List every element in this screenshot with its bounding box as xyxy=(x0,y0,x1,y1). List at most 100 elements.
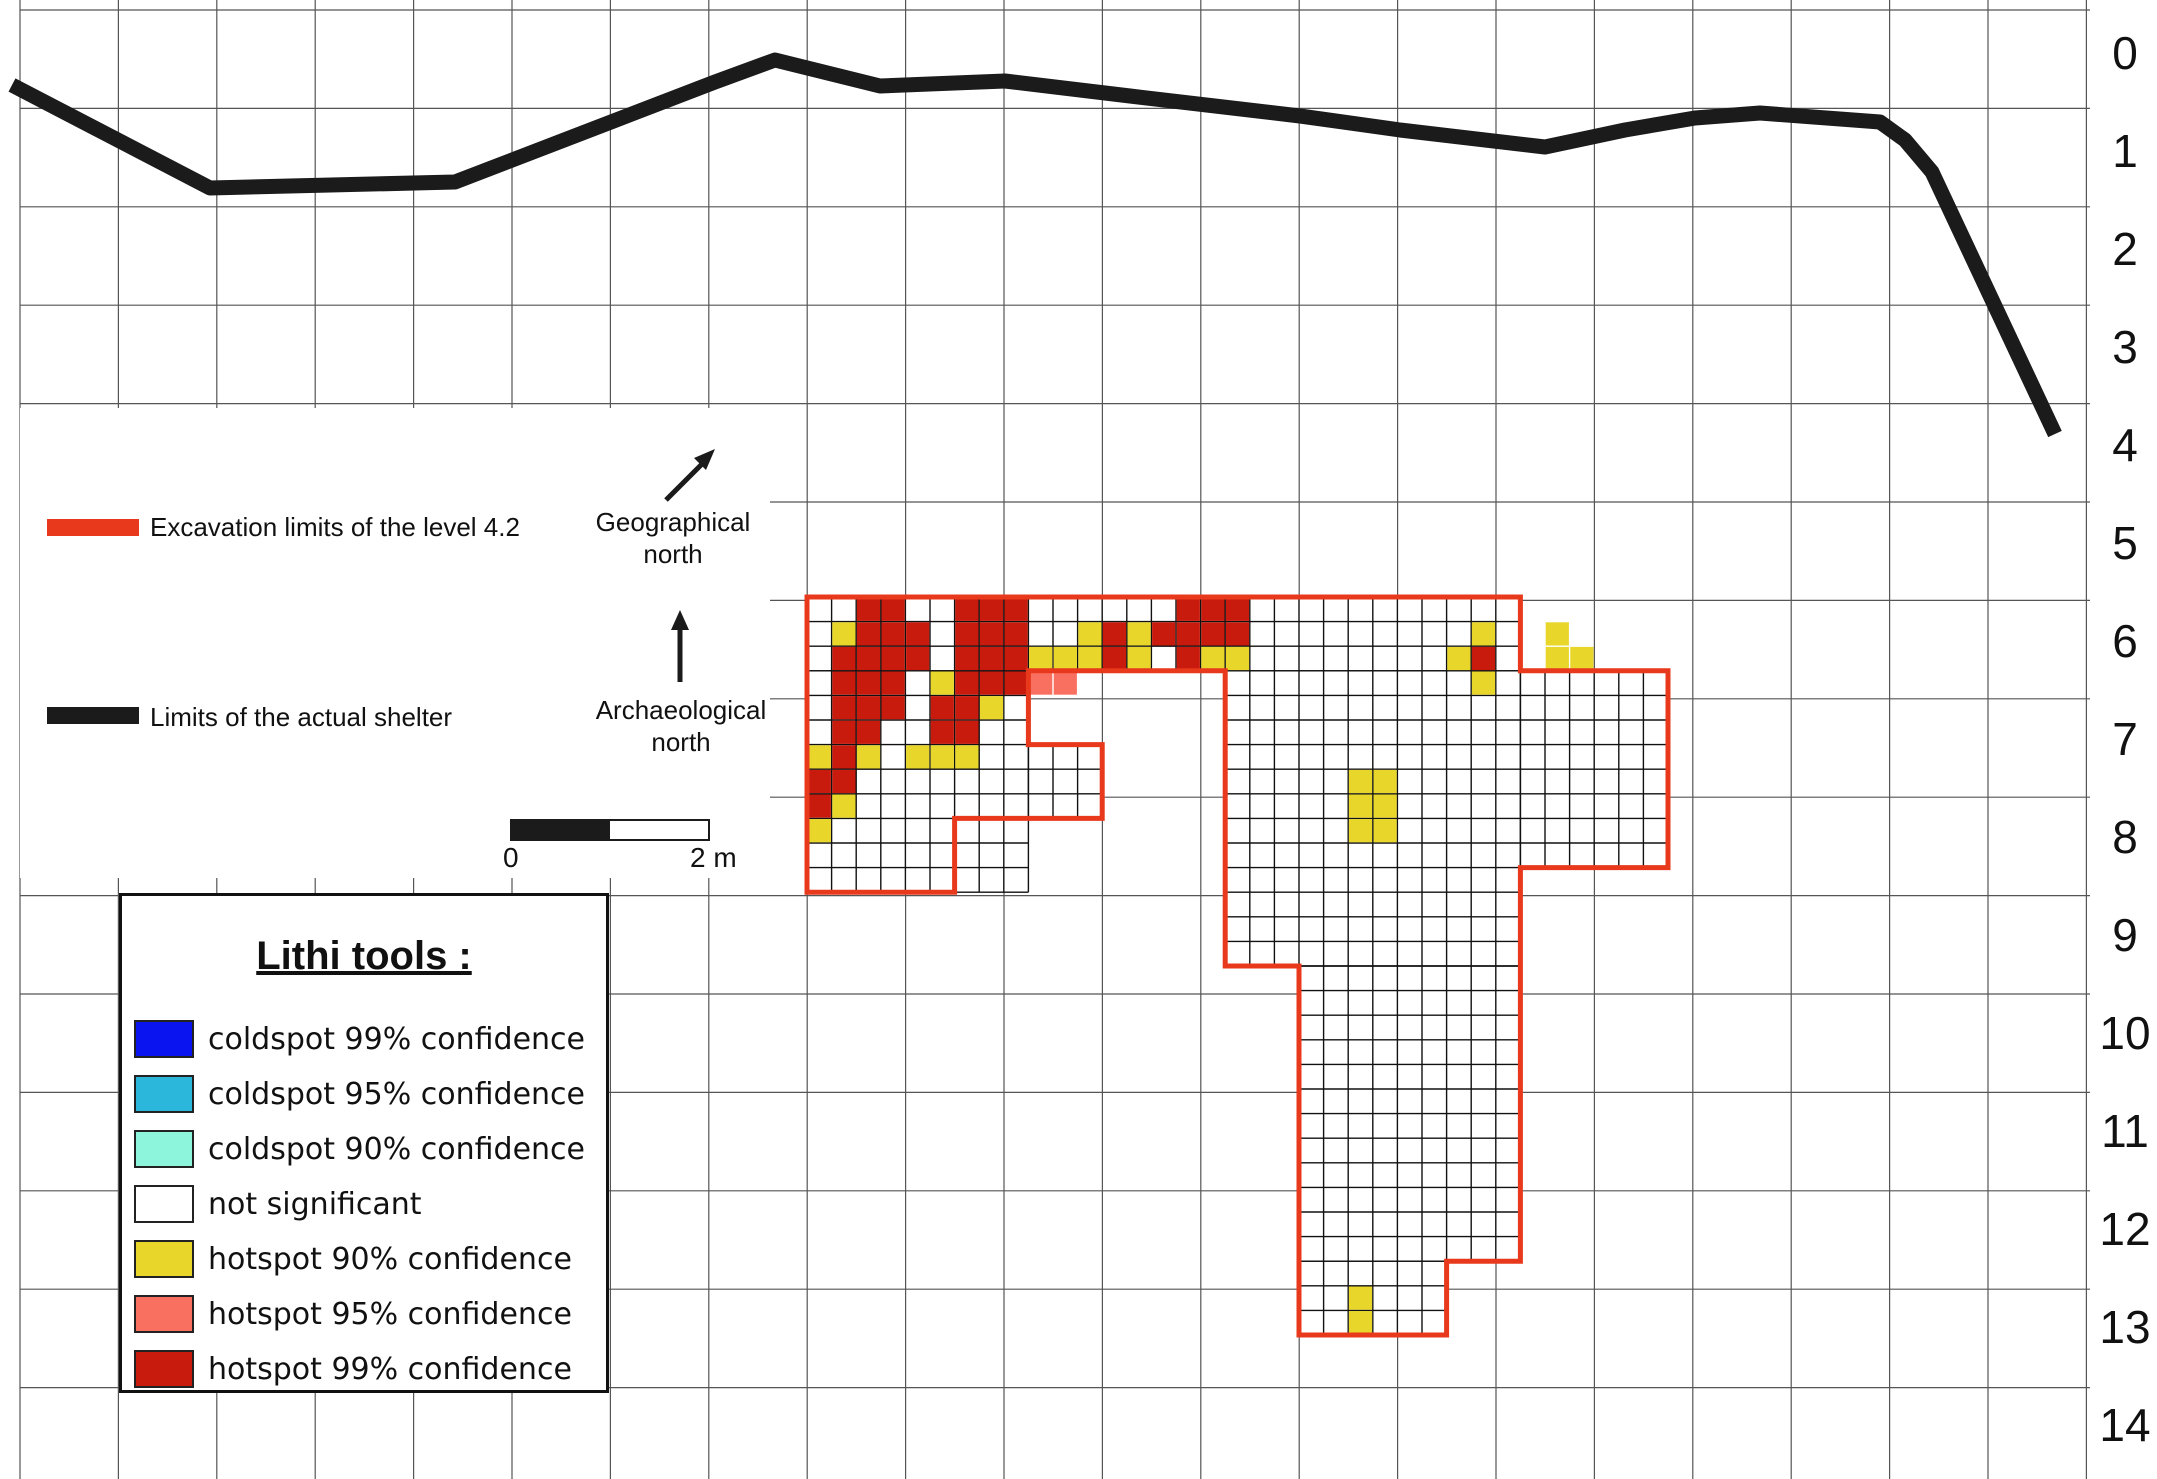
geographical-north-arrow-head xyxy=(694,449,715,470)
shelter-key-swatch xyxy=(47,707,139,724)
hotspot-cell xyxy=(979,696,1004,720)
shelter-key-label: Limits of the actual shelter xyxy=(150,702,453,732)
hotspot-cell xyxy=(832,720,856,744)
legend-swatch xyxy=(134,1240,194,1278)
row-label: 10 xyxy=(2099,1007,2151,1059)
archaeological-north-line2: north xyxy=(651,727,711,757)
hotspot-cell xyxy=(1373,769,1397,794)
hotspot-cell xyxy=(1176,646,1200,671)
legend-item-label: coldspot 99% confidence xyxy=(208,1021,585,1057)
hotspot-cell xyxy=(930,696,954,720)
hotspot-cell xyxy=(856,597,881,621)
legend-box: Lithi tools : coldspot 99% confidence co… xyxy=(119,893,609,1393)
hotspot-cell xyxy=(1545,646,1569,671)
hotspot-cell xyxy=(1570,646,1594,671)
hotspot-cell xyxy=(856,696,881,720)
scale-end-label: 2 m xyxy=(690,842,737,873)
hotspot-cell xyxy=(979,671,1004,695)
hotspot-cell xyxy=(807,794,831,818)
hotspot-cell xyxy=(832,745,856,769)
hotspot-cell xyxy=(1078,646,1102,671)
hotspot-cell xyxy=(1348,794,1373,818)
legend-swatch xyxy=(134,1075,194,1113)
legend-item: coldspot 99% confidence xyxy=(134,1013,585,1065)
legend-item-label: coldspot 90% confidence xyxy=(208,1131,585,1167)
hotspot-cell xyxy=(856,646,881,671)
hotspot-cell xyxy=(1373,794,1397,818)
hotspot-cell xyxy=(1004,646,1028,671)
hotspot-cell xyxy=(955,597,979,621)
legend-item: hotspot 90% confidence xyxy=(134,1233,572,1285)
geographical-north-line1: Geographical xyxy=(595,507,751,537)
hotspot-cell xyxy=(832,769,856,794)
legend-item: not significant xyxy=(134,1178,422,1230)
scale-bar xyxy=(510,819,710,841)
hotspot-cell xyxy=(881,696,905,720)
hotspot-cell xyxy=(955,745,979,769)
row-label: 5 xyxy=(2112,517,2138,569)
hotspot-cell xyxy=(807,819,831,843)
hotspot-cell xyxy=(1152,622,1176,646)
hotspot-cell xyxy=(1029,646,1053,671)
hotspot-cell xyxy=(881,622,905,646)
row-label: 2 xyxy=(2112,223,2138,275)
legend-item-label: hotspot 90% confidence xyxy=(208,1241,572,1277)
hotspot-cell xyxy=(979,646,1004,671)
hotspot-cell xyxy=(1545,622,1569,646)
hotspot-cell xyxy=(979,597,1004,621)
hotspot-cell xyxy=(1225,597,1250,621)
row-label: 0 xyxy=(2112,27,2138,79)
row-label: 3 xyxy=(2112,321,2138,373)
excavation-key-label: Excavation limits of the level 4.2 xyxy=(150,512,520,542)
hotspot-cell xyxy=(1102,646,1127,671)
legend-title: Lithi tools : xyxy=(256,934,472,978)
hotspot-cells xyxy=(807,597,1594,1335)
archaeological-north-line1: Archaeological xyxy=(595,695,767,725)
archaeological-north-label: Archaeological north xyxy=(581,694,781,758)
hotspot-cell xyxy=(832,646,856,671)
hotspot-cell xyxy=(856,671,881,695)
geographical-north-arrow xyxy=(664,458,708,502)
hotspot-cell xyxy=(1053,671,1077,695)
legend-item-label: hotspot 95% confidence xyxy=(208,1296,572,1332)
scale-start-label: 0 xyxy=(503,842,519,873)
hotspot-cell xyxy=(1447,646,1471,671)
hotspot-cell xyxy=(955,720,979,744)
geographical-north-label: Geographical north xyxy=(573,506,773,570)
hotspot-cell xyxy=(1176,622,1200,646)
hotspot-cell xyxy=(1004,597,1028,621)
legend-swatch xyxy=(134,1020,194,1058)
excavation-key-swatch xyxy=(47,519,139,536)
hotspot-cell xyxy=(1053,646,1077,671)
hotspot-cell xyxy=(1471,622,1496,646)
hotspot-cell xyxy=(807,745,831,769)
legend-item: coldspot 90% confidence xyxy=(134,1123,585,1175)
row-label: 13 xyxy=(2099,1301,2151,1353)
hotspot-cell xyxy=(955,671,979,695)
legend-swatch xyxy=(134,1295,194,1333)
hotspot-cell xyxy=(1348,819,1373,843)
hotspot-cell xyxy=(1176,597,1200,621)
row-label: 8 xyxy=(2112,811,2138,863)
hotspot-cell xyxy=(1373,819,1397,843)
hotspot-cell xyxy=(1078,622,1102,646)
key-panel-background xyxy=(20,408,770,878)
hotspot-cell xyxy=(832,622,856,646)
hotspot-cell xyxy=(1225,622,1250,646)
row-label: 4 xyxy=(2112,419,2138,471)
legend-item-label: coldspot 95% confidence xyxy=(208,1076,585,1112)
excavation-limit-outline xyxy=(804,594,1671,1338)
hotspot-cell xyxy=(1348,1311,1373,1335)
row-label: 7 xyxy=(2112,713,2138,765)
row-label: 11 xyxy=(2101,1105,2149,1157)
shelter-limit-line xyxy=(8,52,2062,438)
hotspot-cell xyxy=(856,622,881,646)
hotspot-cell xyxy=(881,671,905,695)
row-label: 12 xyxy=(2099,1203,2151,1255)
hotspot-cell xyxy=(1225,646,1250,671)
hotspot-cell xyxy=(955,622,979,646)
hotspot-cell xyxy=(832,794,856,818)
legend-swatch xyxy=(134,1185,194,1223)
excavated-area xyxy=(1028,744,1103,819)
